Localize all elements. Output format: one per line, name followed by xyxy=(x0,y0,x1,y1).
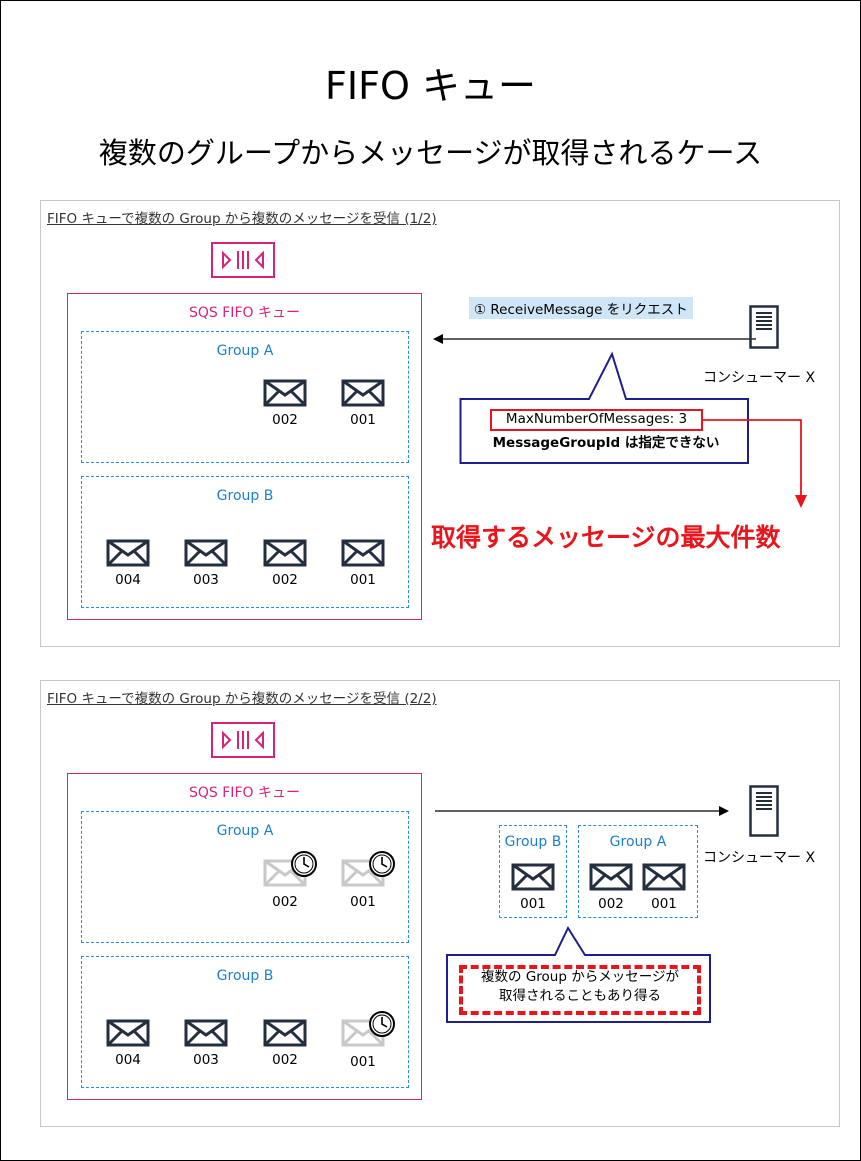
message-item: 001 xyxy=(505,863,561,912)
group-b-label: Group B xyxy=(216,968,274,984)
envelope-icon xyxy=(106,539,150,567)
group-a-label: Group A xyxy=(216,823,274,839)
server-icon xyxy=(749,785,779,841)
received-group-b-label: Group B xyxy=(504,834,562,850)
message-id: 002 xyxy=(272,572,298,588)
group-b: Group B 004 003 002 001 xyxy=(81,956,409,1088)
message-id: 001 xyxy=(350,412,376,428)
panel-title: FIFO キューで複数の Group から複数のメッセージを受信 (2/2) xyxy=(47,691,437,707)
group-b: Group B 004 003 002 001 xyxy=(81,476,409,608)
panel-title: FIFO キューで複数の Group から複数のメッセージを受信 (1/2) xyxy=(47,211,437,227)
note-line-1: 複数の Group からメッセージが xyxy=(481,969,679,985)
message-id: 001 xyxy=(520,896,546,912)
message-item: 001 xyxy=(335,539,391,588)
queue-label: SQS FIFO キュー xyxy=(189,785,300,801)
page-title: FIFO キュー xyxy=(325,64,536,108)
group-b-label: Group B xyxy=(216,488,274,504)
message-item: 004 xyxy=(100,1019,156,1068)
max-messages-note: 取得するメッセージの最大件数 xyxy=(431,523,781,552)
clock-icon xyxy=(369,1011,395,1037)
group-a-label: Group A xyxy=(216,343,274,359)
panel-step-1: FIFO キューで複数の Group から複数のメッセージを受信 (1/2) S… xyxy=(40,200,840,647)
message-id: 002 xyxy=(598,896,624,912)
sqs-queue-icon xyxy=(211,722,275,758)
envelope-icon xyxy=(642,863,686,891)
note-callout xyxy=(446,925,711,1023)
received-group-a: Group A 002 001 xyxy=(578,825,698,918)
envelope-icon xyxy=(184,539,228,567)
group-a: Group A 002 001 xyxy=(81,331,409,463)
sqs-fifo-queue: SQS FIFO キュー Group A 002 001 Group B xyxy=(67,773,422,1100)
message-item: 002 xyxy=(257,1019,313,1068)
sqs-fifo-queue: SQS FIFO キュー Group A 002 001 Group B 004… xyxy=(67,293,422,620)
envelope-icon xyxy=(263,1019,307,1047)
consumer-label: コンシューマー X xyxy=(703,370,816,386)
highlight-arrow xyxy=(703,419,807,508)
message-id: 002 xyxy=(272,412,298,428)
received-group-b: Group B 001 xyxy=(499,825,567,918)
message-item-in-flight: 001 xyxy=(335,1019,391,1070)
message-id: 003 xyxy=(193,572,219,588)
message-id: 001 xyxy=(350,572,376,588)
envelope-icon xyxy=(511,863,555,891)
received-group-a-label: Group A xyxy=(609,834,667,850)
note-highlight-box xyxy=(459,965,701,1015)
panel-step-2: FIFO キューで複数の Group から複数のメッセージを受信 (2/2) S… xyxy=(40,680,840,1127)
envelope-icon xyxy=(263,539,307,567)
envelope-icon xyxy=(106,1019,150,1047)
group-a: Group A 002 001 xyxy=(81,811,409,943)
consumer-label: コンシューマー X xyxy=(703,850,816,866)
request-label: ① ReceiveMessage をリクエスト xyxy=(469,297,693,319)
message-id: 002 xyxy=(272,894,298,910)
message-id: 001 xyxy=(350,894,376,910)
envelope-icon xyxy=(341,539,385,567)
queue-label: SQS FIFO キュー xyxy=(189,305,300,321)
response-arrow xyxy=(435,806,729,816)
server-icon xyxy=(749,305,779,353)
page-subtitle: 複数のグループからメッセージが取得されるケース xyxy=(98,136,763,170)
message-item: 001 xyxy=(335,379,391,428)
message-id: 001 xyxy=(350,1054,376,1070)
envelope-icon xyxy=(263,379,307,407)
message-item: 001 xyxy=(636,863,692,912)
message-item: 003 xyxy=(178,539,234,588)
message-id: 001 xyxy=(651,896,677,912)
param-highlight-box xyxy=(490,409,703,431)
clock-icon xyxy=(369,851,395,877)
envelope-icon xyxy=(589,863,633,891)
callout-bubble xyxy=(459,351,749,464)
message-item: 002 xyxy=(583,863,639,912)
message-item: 002 xyxy=(257,539,313,588)
request-arrow xyxy=(433,334,756,344)
envelope-icon xyxy=(341,379,385,407)
sqs-queue-icon xyxy=(211,242,275,278)
clock-icon xyxy=(291,851,317,877)
message-item: 002 xyxy=(257,379,313,428)
message-id: 003 xyxy=(193,1052,219,1068)
callout-note: MessageGroupId は指定できない xyxy=(492,435,720,451)
message-item: 003 xyxy=(178,1019,234,1068)
message-id: 004 xyxy=(115,572,141,588)
message-item: 004 xyxy=(100,539,156,588)
envelope-icon xyxy=(184,1019,228,1047)
note-line-2: 取得されることもあり得る xyxy=(499,988,661,1004)
message-id: 002 xyxy=(272,1052,298,1068)
message-id: 004 xyxy=(115,1052,141,1068)
callout-param: MaxNumberOfMessages: 3 xyxy=(505,411,688,427)
